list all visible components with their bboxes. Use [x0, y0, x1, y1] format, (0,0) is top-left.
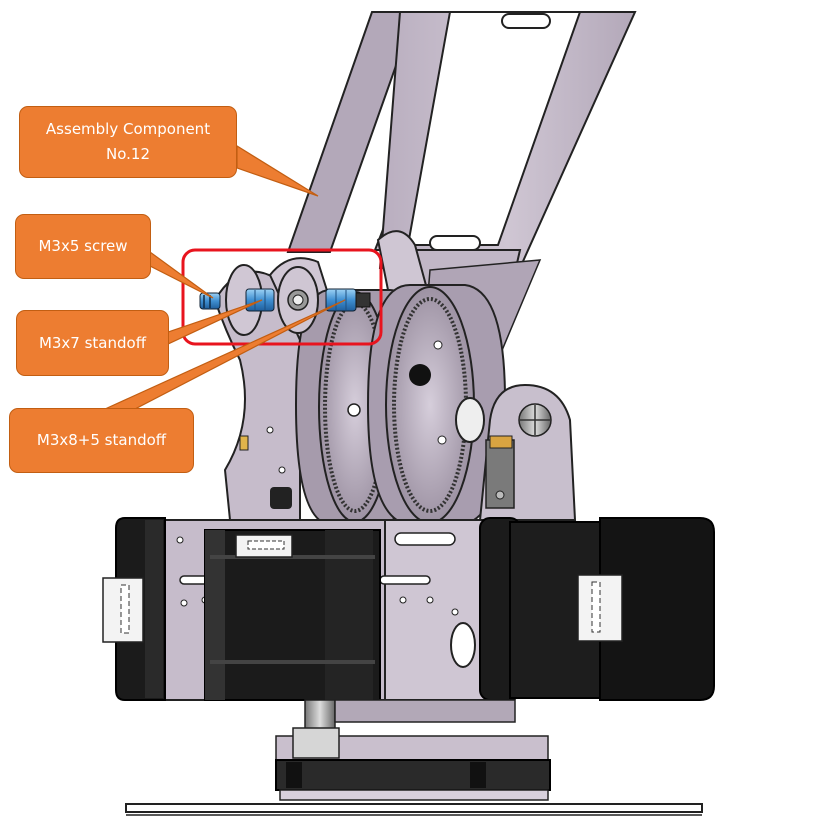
screw: [199, 292, 221, 310]
callout-m3x5-screw: M3x5 screw: [15, 214, 151, 279]
standoff: [245, 288, 275, 312]
right-side-plate: [455, 383, 577, 521]
highlight-box: [181, 248, 383, 346]
stepper-motor: [102, 517, 715, 701]
bottom-base: [125, 699, 703, 816]
callout-pointers: [104, 144, 346, 410]
callout-assembly-component: Assembly Component No.12: [19, 106, 237, 178]
callout-m3x7-standoff: M3x7 standoff: [16, 310, 169, 376]
callout-m3x8-5-standoff: M3x8+5 standoff: [9, 408, 194, 473]
